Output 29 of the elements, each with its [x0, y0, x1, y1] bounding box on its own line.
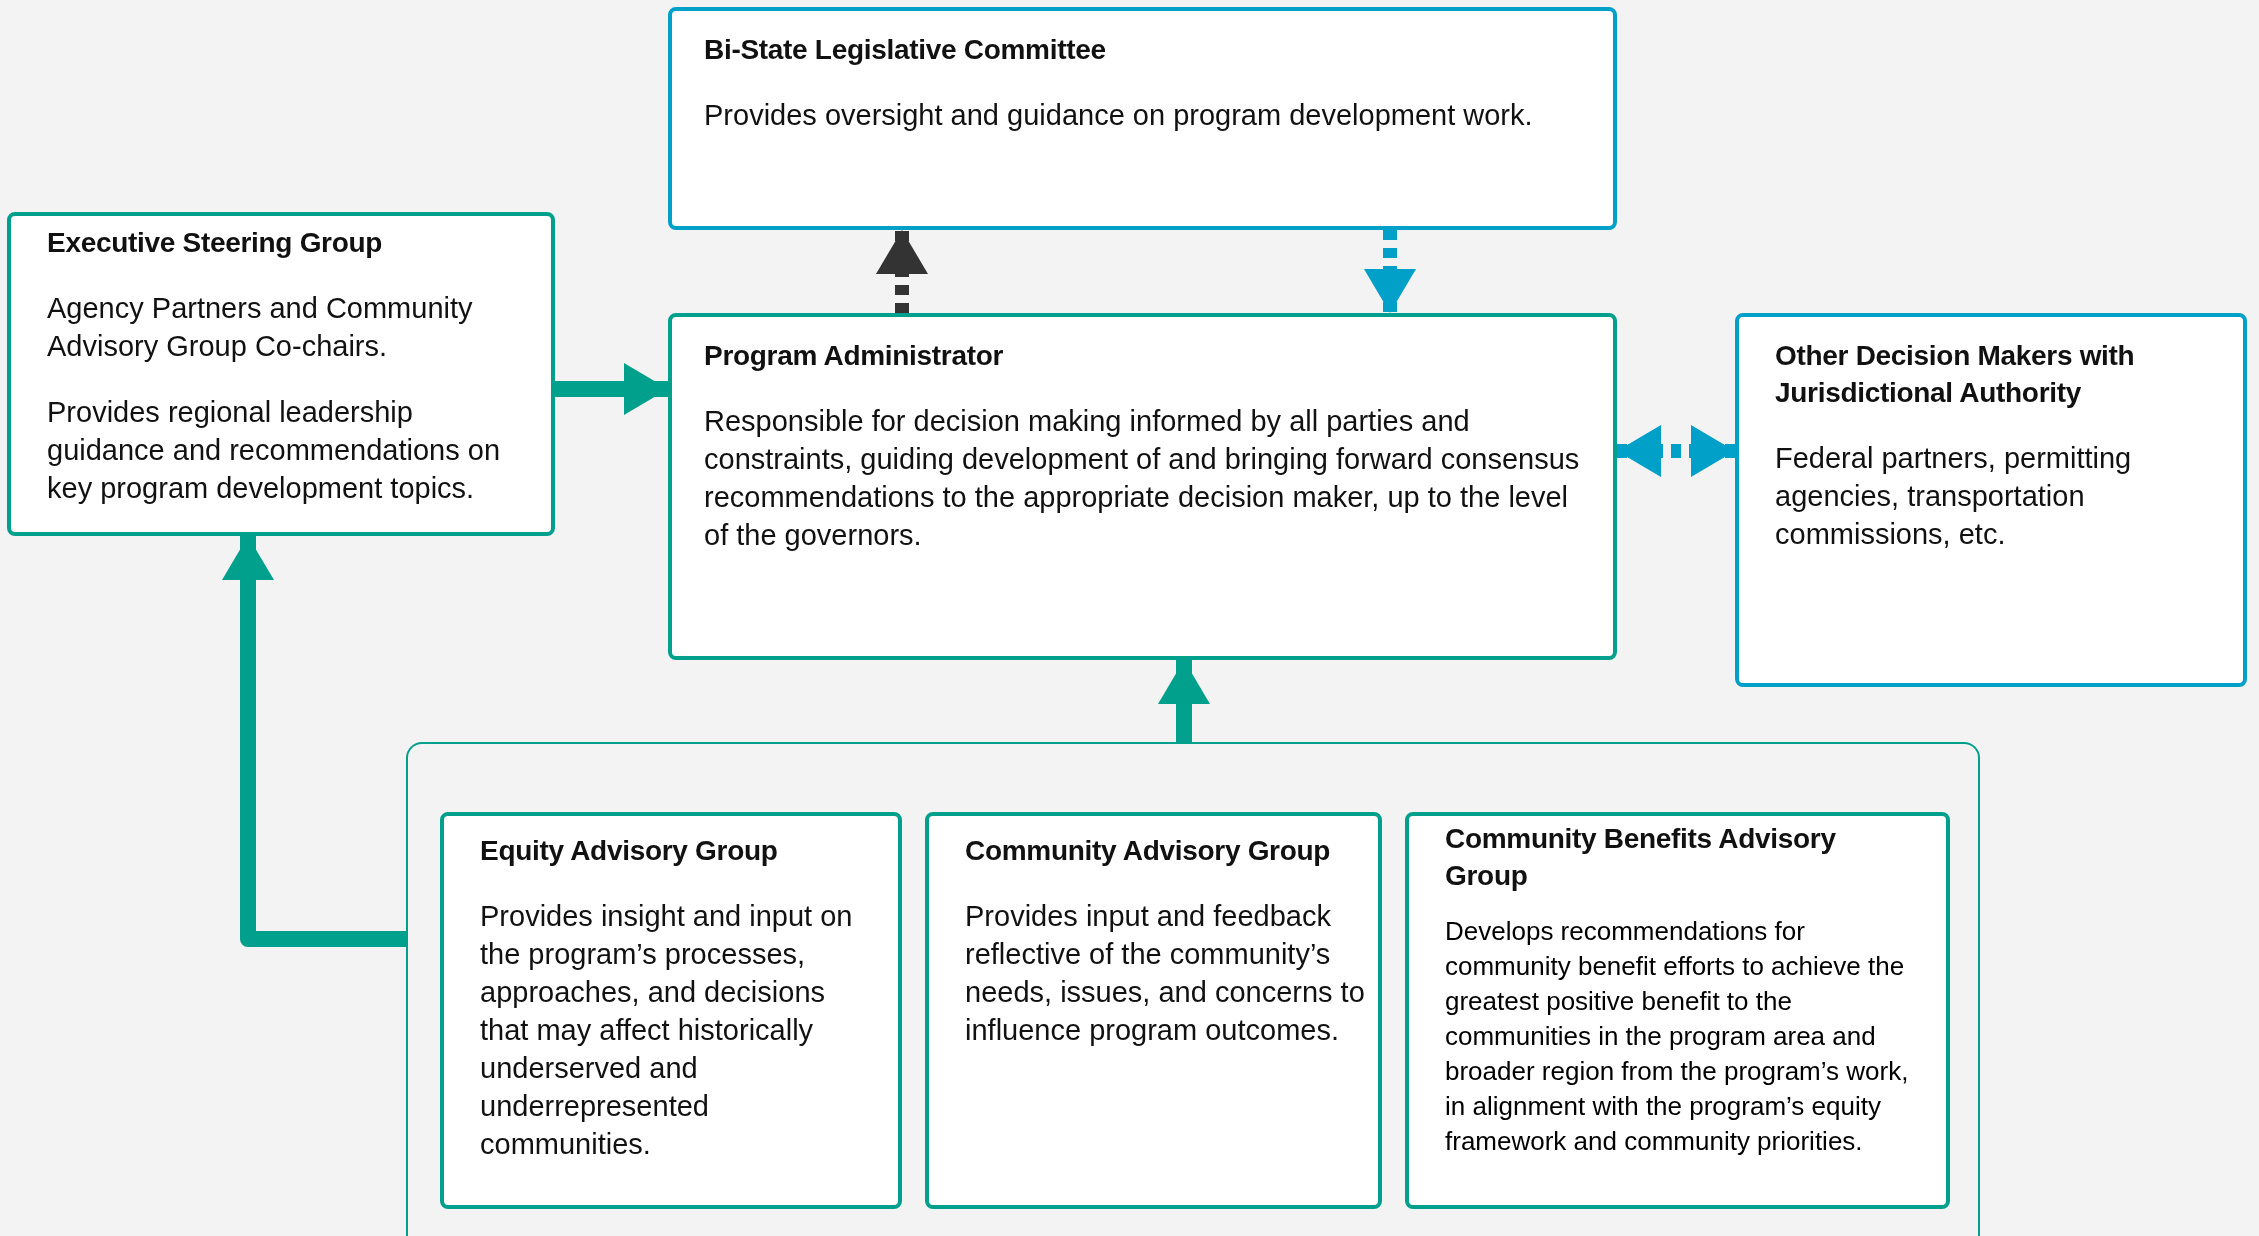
box-description: Agency Partners and Community Advisory Group Co-chairs. — [47, 291, 474, 364]
arrow — [1617, 425, 1735, 477]
box-title: Community Advisory Group — [965, 834, 1332, 868]
box-title: Other Decision Makers with Jurisdictional Authority — [1775, 339, 2136, 410]
group-box — [1405, 812, 1950, 1209]
arrow — [1158, 660, 1210, 742]
group-container — [406, 742, 1980, 1236]
box-description: Provides regional leadership guidance and recommendations on key program development topics. — [47, 395, 502, 506]
box-title: Bi-State Legislative Committee — [704, 33, 1107, 67]
box-title: Program Administrator — [704, 339, 1005, 373]
box-description: Provides oversight and guidance on program development work. — [704, 98, 1534, 133]
box-title: Equity Advisory Group — [480, 834, 779, 868]
box-description: Federal partners, permitting agencies, transportation commissions, etc. — [1775, 441, 2133, 552]
group-box — [1735, 313, 2247, 687]
arrow — [555, 363, 668, 415]
arrow — [222, 536, 406, 947]
group-box — [668, 313, 1617, 660]
group-box — [925, 812, 1382, 1209]
box-description: Provides insight and input on the program’s processes, approaches, and decisions that may affect historically underserved and underrepresented communities. — [480, 899, 854, 1162]
box-description: Provides input and feedback reflective of the community’s needs, issues, and concerns to influence program outcomes. — [965, 899, 1366, 1048]
box-title: Executive Steering Group — [47, 226, 384, 260]
box-description: Responsible for decision making informed by all parties and constraints, guiding development of and bringing forward consensus recommendations to the appropriate decision maker, up to the level of the governors. — [704, 404, 1581, 553]
arrow — [1364, 230, 1416, 313]
arrow — [876, 230, 928, 313]
box-title: Community Benefits Advisory Group — [1445, 822, 1837, 893]
box-description: Develops recommendations for community benefit efforts to achieve the greatest positive benefit to the communities in the program area and broader region from the program’s work, in alignment with the program’s equity framework and community priorities. — [1445, 915, 1910, 1158]
group-box — [440, 812, 902, 1209]
group-box — [7, 212, 555, 536]
group-box — [668, 7, 1617, 230]
